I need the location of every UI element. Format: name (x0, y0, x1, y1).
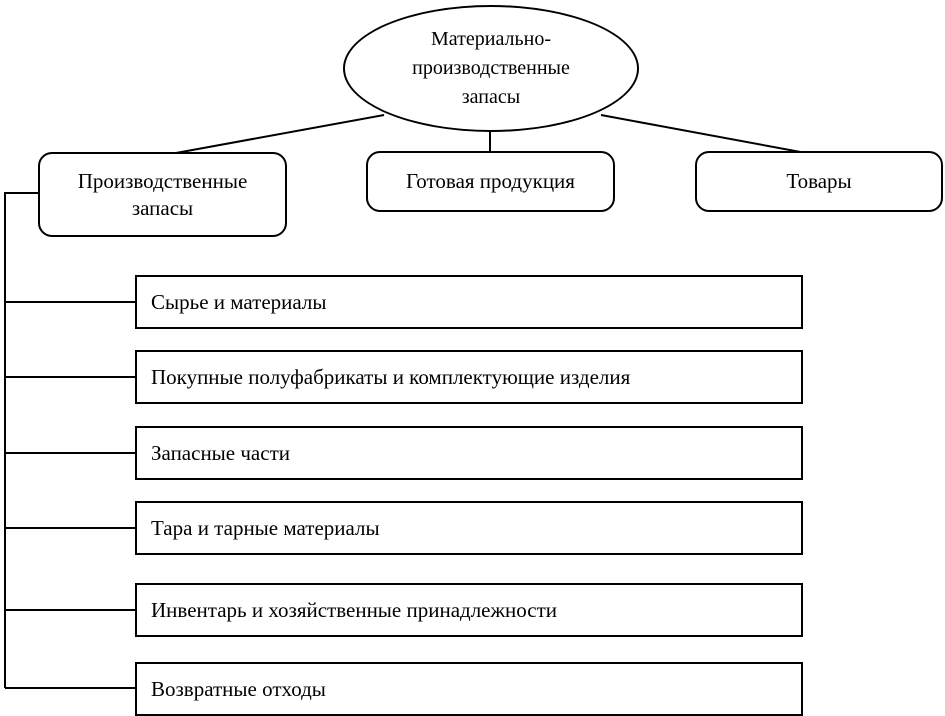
node-label: Тара и тарные материалы (151, 515, 380, 540)
node-label: Сырье и материалы (151, 289, 327, 314)
sub-node-inventory-supplies: Инвентарь и хозяйственные принадлежности (135, 583, 803, 637)
sub-node-raw-materials: Сырье и материалы (135, 275, 803, 329)
sub-node-spare-parts: Запасные части (135, 426, 803, 480)
sub-node-purchased-semifinished: Покупные полуфабрикаты и комплектующие и… (135, 350, 803, 404)
node-goods: Товары (695, 151, 943, 212)
sub-node-containers-materials: Тара и тарные материалы (135, 501, 803, 555)
node-label: Возвратные отходы (151, 676, 326, 701)
node-label: Покупные полуфабрикаты и комплектующие и… (151, 364, 631, 389)
node-label: Готовая продукция (406, 169, 575, 193)
node-label: Инвентарь и хозяйственные принадлежности (151, 597, 558, 622)
root-node-label-line-3: запасы (461, 86, 521, 108)
node-material-production-inventories: Материально- производственные запасы (343, 5, 639, 132)
node-finished-products: Готовая продукция (366, 151, 615, 212)
edge-trunk (4, 192, 38, 688)
root-node-label-line-2: производственные (412, 57, 570, 79)
node-label: Производственные запасы (77, 168, 248, 220)
root-node-label-line-1: Материально- (431, 28, 551, 50)
edge-root-to-goods (600, 114, 807, 154)
sub-node-returnable-waste: Возвратные отходы (135, 662, 803, 716)
node-production-inventories: Производственные запасы (38, 152, 287, 237)
edge-root-to-production (175, 114, 385, 154)
node-label: Запасные части (151, 440, 290, 465)
node-label: Товары (786, 169, 852, 193)
